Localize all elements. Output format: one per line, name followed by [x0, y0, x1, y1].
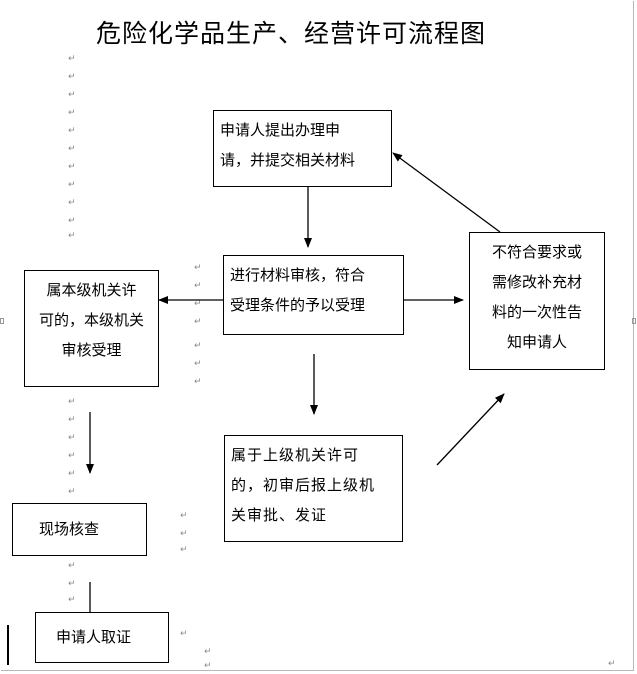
node-noncompliant-line: 知申请人 [506, 333, 567, 351]
node-collect-license: 申请人取证 [35, 612, 169, 663]
paragraph-mark-icon: ↵ [180, 629, 188, 639]
node-review: 进行材料审核，符合 受理条件的予以受理 [223, 255, 404, 335]
node-noncompliant: 不符合要求或 需修改补充材 料的一次性告 知申请人 [469, 232, 605, 370]
paragraph-mark-icon: ↵ [68, 451, 76, 461]
paragraph-mark-icon: ↵ [68, 433, 76, 443]
paragraph-mark-icon: ↵ [194, 299, 202, 309]
paragraph-mark-icon: ↵ [68, 469, 76, 479]
paragraph-mark-icon: ↵ [68, 579, 76, 589]
paragraph-mark-icon: ↵ [204, 661, 212, 671]
paragraph-mark-icon: ↵ [68, 231, 76, 241]
margin-marker-right [632, 318, 636, 324]
paragraph-mark-icon: ↵ [180, 511, 188, 521]
paragraph-mark-icon: ↵ [68, 198, 76, 208]
paragraph-mark-icon: ↵ [68, 162, 76, 172]
paragraph-mark-icon: ↵ [68, 397, 76, 407]
arrow-noncompliant-to-apply [392, 152, 501, 233]
paragraph-mark-icon: ↵ [194, 281, 202, 291]
node-local-authority: 属本级机关许 可的，本级机关 审核受理 [24, 270, 159, 387]
node-collect-label: 申请人取证 [56, 628, 132, 646]
paragraph-mark-icon: ↵ [194, 377, 202, 387]
paragraph-mark-icon: ↵ [68, 561, 76, 571]
node-apply: 申请人提出办理申 请，并提交相关材料 [213, 110, 392, 187]
node-local-line: 可的，本级机关 [38, 311, 144, 329]
paragraph-mark-icon: ↵ [68, 144, 76, 154]
node-noncompliant-line: 料的一次性告 [491, 303, 582, 321]
node-review-line: 受理条件的予以受理 [230, 296, 366, 314]
node-noncompliant-line: 不符合要求或 [491, 243, 582, 261]
paragraph-mark-icon: ↵ [180, 545, 188, 555]
paragraph-mark-icon: ↵ [68, 72, 76, 82]
paragraph-mark-icon: ↵ [194, 317, 202, 327]
page-title: 危险化学品生产、经营许可流程图 [96, 19, 487, 48]
node-higher-authority: 属于上级机关许可 的，初审后报上级机 关审批、发证 [224, 435, 403, 542]
paragraph-mark-icon: ↵ [204, 647, 212, 657]
node-noncompliant-line: 需修改补充材 [491, 273, 582, 291]
node-apply-line: 申请人提出办理申 [220, 121, 341, 139]
node-local-line: 审核受理 [61, 341, 122, 359]
node-higher-line: 关审批、发证 [231, 506, 328, 524]
node-higher-line: 属于上级机关许可 [231, 446, 360, 464]
paragraph-mark-icon: ↵ [68, 595, 76, 605]
paragraph-mark-icon: ↵ [194, 263, 202, 273]
paragraph-mark-icon: ↵ [194, 341, 202, 351]
paragraph-mark-icon: ↵ [180, 529, 188, 539]
paragraph-mark-icon: ↵ [68, 90, 76, 100]
node-inspect-label: 现场核查 [39, 520, 100, 538]
paragraph-mark-icon: ↵ [608, 659, 616, 669]
node-higher-line: 的，初审后报上级机 [231, 476, 376, 494]
node-local-line: 属本级机关许 [46, 281, 137, 299]
node-review-line: 进行材料审核，符合 [230, 266, 366, 284]
paragraph-mark-icon: ↵ [194, 359, 202, 369]
paragraph-mark-icon: ↵ [68, 126, 76, 136]
paragraph-mark-icon: ↵ [68, 180, 76, 190]
paragraph-mark-icon: ↵ [68, 487, 76, 497]
paragraph-mark-icon: ↵ [68, 108, 76, 118]
paragraph-mark-icon: ↵ [68, 54, 76, 64]
margin-marker-left [0, 318, 4, 324]
paragraph-mark-icon: ↵ [68, 415, 76, 425]
node-apply-line: 请，并提交相关材料 [220, 151, 356, 169]
text-cursor [7, 625, 9, 665]
node-site-inspection: 现场核查 [12, 503, 147, 556]
paragraph-mark-icon: ↵ [68, 216, 76, 226]
arrow-higher-to-noncompliant [436, 393, 505, 466]
